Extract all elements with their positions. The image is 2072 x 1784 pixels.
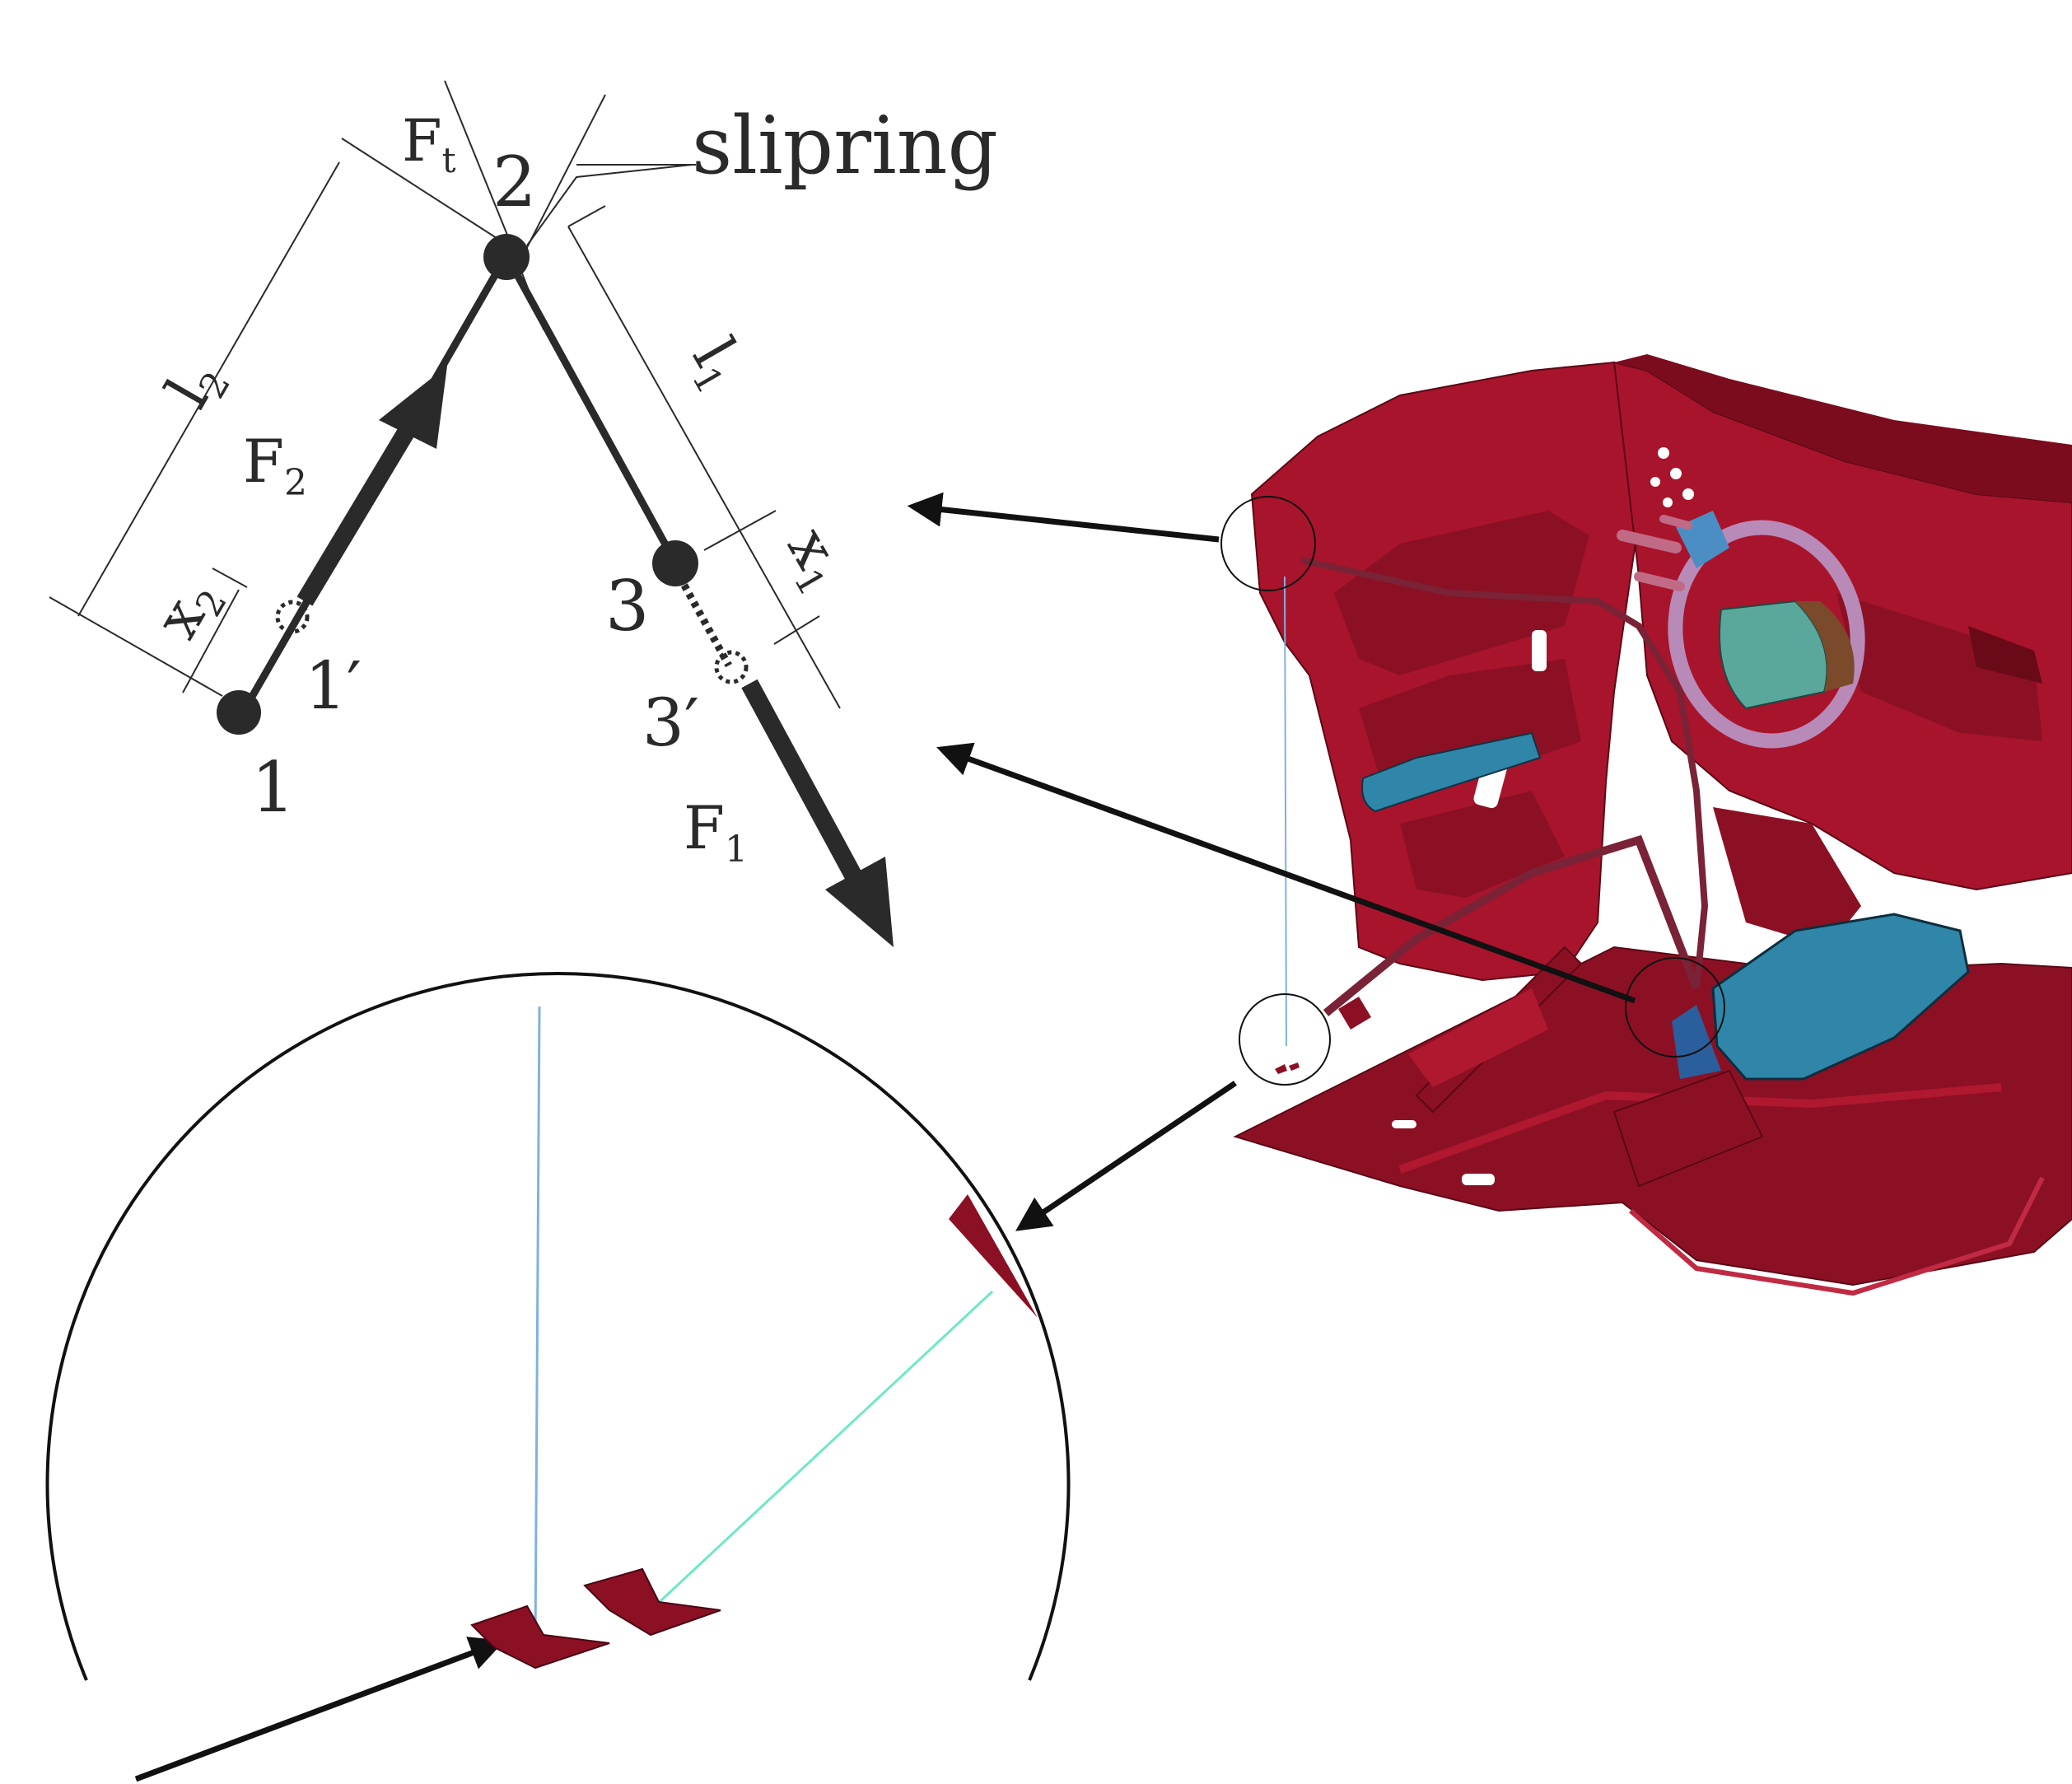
- label-l1: l1: [674, 327, 760, 401]
- car-interior-model: [1220, 354, 2072, 1296]
- node-3-prime: [714, 650, 749, 684]
- arrow-to-slipring-schematic: [907, 492, 1220, 543]
- zoom-circle-buckle: [1625, 957, 1725, 1058]
- node-1-prime: [275, 600, 310, 634]
- arrow-to-zoom-detail: [1015, 1081, 1237, 1231]
- zoom-detail-view: [45, 972, 1071, 1681]
- seatbelt-webbing: [1300, 557, 1709, 989]
- force-arrow-f1: [741, 679, 894, 947]
- label-node-3-prime: 3′: [642, 684, 699, 761]
- label-node-1-prime: 1′: [305, 647, 362, 724]
- slipring-schematic: Ft 2 slipring l2 l1 F2 x2 x1 1′ 1 3 3′ F…: [49, 80, 998, 947]
- label-f2: F2: [243, 427, 307, 504]
- steering-wheel: [1617, 511, 1865, 749]
- label-ft: Ft: [402, 107, 456, 180]
- callout-arrows: [134, 492, 1636, 1782]
- dimension-lines: [49, 80, 841, 709]
- arrow-to-anchor-schematic: [936, 742, 1636, 1004]
- zoom-circle-slipring: [1220, 496, 1316, 591]
- node-2-slipring: [483, 234, 530, 280]
- belt-line-vertical: [534, 1006, 541, 1644]
- node-1-anchor: [217, 690, 261, 735]
- belt-segment-2-3: [503, 253, 679, 565]
- anchor-plate-right: [583, 1567, 721, 1637]
- arrow-to-lower-anchor-plates: [134, 1637, 505, 1782]
- label-node-2: 2: [492, 142, 536, 222]
- label-node-3: 3: [605, 566, 649, 647]
- zoom-detail-circle: [45, 972, 1071, 1681]
- label-node-1: 1: [251, 747, 295, 828]
- pillar-trim-wedge: [949, 1194, 1038, 1318]
- seat-cushion: [1711, 913, 1970, 1081]
- label-f1: F1: [684, 793, 748, 871]
- anchor-plate-left: [470, 1604, 610, 1670]
- dashboard: [1612, 361, 2072, 891]
- force-arrow-f2: [296, 366, 447, 606]
- zoom-circle-anchor-lower: [1239, 993, 1331, 1086]
- node-3-anchor: [652, 540, 698, 586]
- label-slipring: slipring: [692, 100, 998, 192]
- label-x2: x2: [142, 566, 236, 652]
- belt-line-diagonal: [649, 1290, 994, 1612]
- door-armrest: [1361, 731, 1542, 813]
- belt-extension-3-3p: [676, 574, 732, 668]
- label-x1: x1: [768, 516, 862, 603]
